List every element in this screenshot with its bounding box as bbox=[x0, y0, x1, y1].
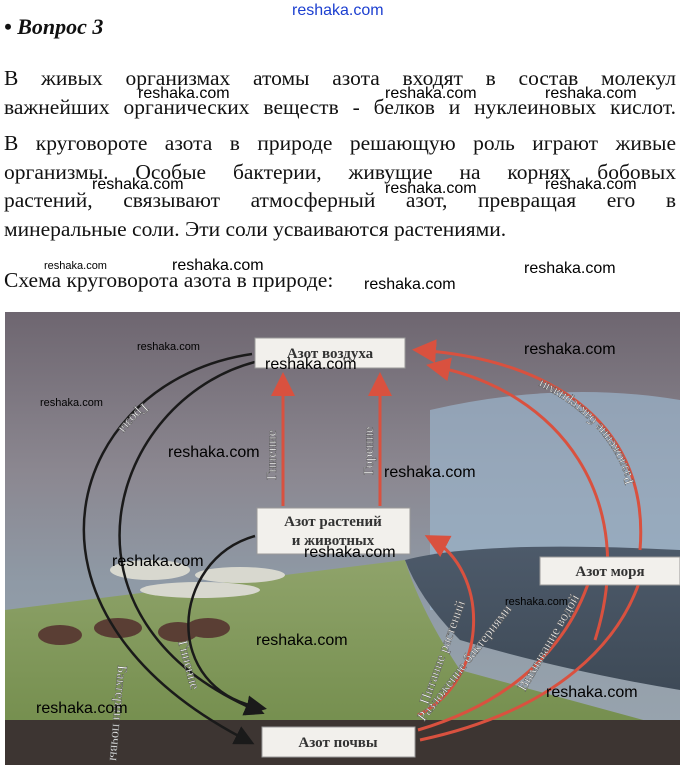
watermark: reshaka.com bbox=[385, 180, 477, 197]
diagram-caption: Схема круговорота азота в природе: bbox=[4, 268, 334, 292]
paragraph-line: организмы. Особые бактерии, живущие на к… bbox=[4, 159, 676, 184]
watermark: reshaka.com bbox=[40, 397, 103, 409]
watermark: reshaka.com bbox=[524, 260, 616, 277]
paragraph-line: В живых организмах атомы азота входят в … bbox=[4, 66, 676, 90]
watermark: reshaka.com bbox=[112, 553, 204, 570]
watermark: reshaka.com bbox=[265, 356, 357, 373]
watermark: reshaka.com bbox=[172, 257, 264, 274]
watermark: reshaka.com bbox=[364, 276, 456, 293]
burning-label: Горение bbox=[362, 427, 377, 475]
washing-out-arrow bbox=[419, 579, 642, 742]
svg-text:Азот моря: Азот моря bbox=[575, 564, 644, 580]
svg-text:Азот почвы: Азот почвы bbox=[298, 735, 378, 751]
paragraph-line: растений, связывают атмосферный азот, пр… bbox=[4, 188, 676, 212]
watermark: reshaka.com bbox=[384, 464, 476, 481]
bacteria-decomp-air-arrow bbox=[412, 339, 643, 551]
paragraph-line: В круговороте азота в природе решающую р… bbox=[4, 131, 676, 155]
watermark: reshaka.com bbox=[546, 684, 638, 701]
watermark: reshaka.com bbox=[385, 85, 477, 102]
horses bbox=[38, 618, 230, 645]
question-paragraph: В живых организмах атомы азота входят в … bbox=[4, 64, 676, 243]
watermark: reshaka.com bbox=[524, 341, 616, 358]
question-title: • Вопрос 3 bbox=[4, 14, 104, 39]
watermark: reshaka.com bbox=[545, 176, 637, 193]
soil-nitrogen-box: Азот почвы bbox=[261, 726, 416, 758]
watermark: reshaka.com bbox=[36, 700, 128, 717]
watermark: reshaka.com bbox=[256, 632, 348, 649]
watermark: reshaka.com bbox=[545, 85, 637, 102]
soil-bacteria-arrow bbox=[118, 360, 265, 716]
nitrogen-cycle-diagram: Грозы Бактерии почвы Гниение Горение Гни… bbox=[5, 312, 680, 765]
watermark: reshaka.com bbox=[304, 544, 396, 561]
paragraph-line: важнейших органических веществ - белков … bbox=[4, 94, 676, 119]
svg-text:Азот воздуха: Азот воздуха bbox=[287, 346, 374, 362]
plant-nutrition-arrow bbox=[417, 535, 476, 717]
watermark: reshaka.com bbox=[44, 260, 107, 272]
organisms-nitrogen-box: Азот растений и животных bbox=[256, 507, 411, 555]
storms-arrow bbox=[82, 352, 255, 745]
watermark: reshaka.com bbox=[137, 341, 200, 353]
svg-text:и животных: и животных bbox=[292, 533, 375, 549]
bacteria-decomp-soil-arrow bbox=[417, 577, 592, 732]
svg-text:Азот растений: Азот растений bbox=[284, 514, 382, 530]
decay-up-label: Гниение bbox=[265, 430, 280, 480]
watermark: reshaka.com bbox=[92, 176, 184, 193]
watermark: reshaka.com bbox=[168, 444, 260, 461]
air-nitrogen-box: Азот воздуха bbox=[254, 337, 406, 369]
watermark: reshaka.com bbox=[292, 2, 384, 19]
sheep-flock bbox=[110, 560, 285, 598]
sea-nitrogen-box: Азот моря bbox=[539, 556, 680, 586]
grass-field bbox=[5, 560, 680, 765]
watermark: reshaka.com bbox=[505, 596, 568, 608]
decay-down-arrow bbox=[187, 534, 267, 716]
watermark: reshaka.com bbox=[138, 85, 230, 102]
paragraph-line: минеральные соли. Эти соли усваиваются р… bbox=[4, 216, 507, 241]
